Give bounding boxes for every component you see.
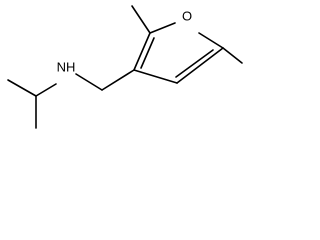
bond-ring-c2-o	[149, 22, 176, 34]
bond-ring-o-c5	[198, 32, 224, 49]
bond-ring-c3-c2-inner	[140, 37, 155, 69]
bond-isopropyl-ch-to-nh	[35, 83, 57, 97]
bond-ring-c5-c4	[176, 47, 224, 84]
bond-c2-to-methyl	[131, 5, 151, 34]
structure-diagram: NH O	[7, 5, 243, 129]
atom-label-o: O	[182, 8, 192, 23]
atom-label-nh: NH	[57, 59, 76, 74]
bond-layer	[7, 5, 243, 129]
bond-methyl-a-to-isopropyl-ch	[7, 79, 37, 97]
bond-ch2-to-ring-c3	[101, 69, 135, 91]
bond-nh-to-ch2	[75, 73, 103, 91]
label-layer: NH O	[57, 8, 192, 74]
bond-c5-to-methyl	[222, 47, 243, 64]
bond-ring-c5-c4-inner	[175, 49, 214, 78]
bond-ring-c3-c2	[133, 32, 151, 71]
bond-ring-c4-c3	[133, 69, 178, 84]
